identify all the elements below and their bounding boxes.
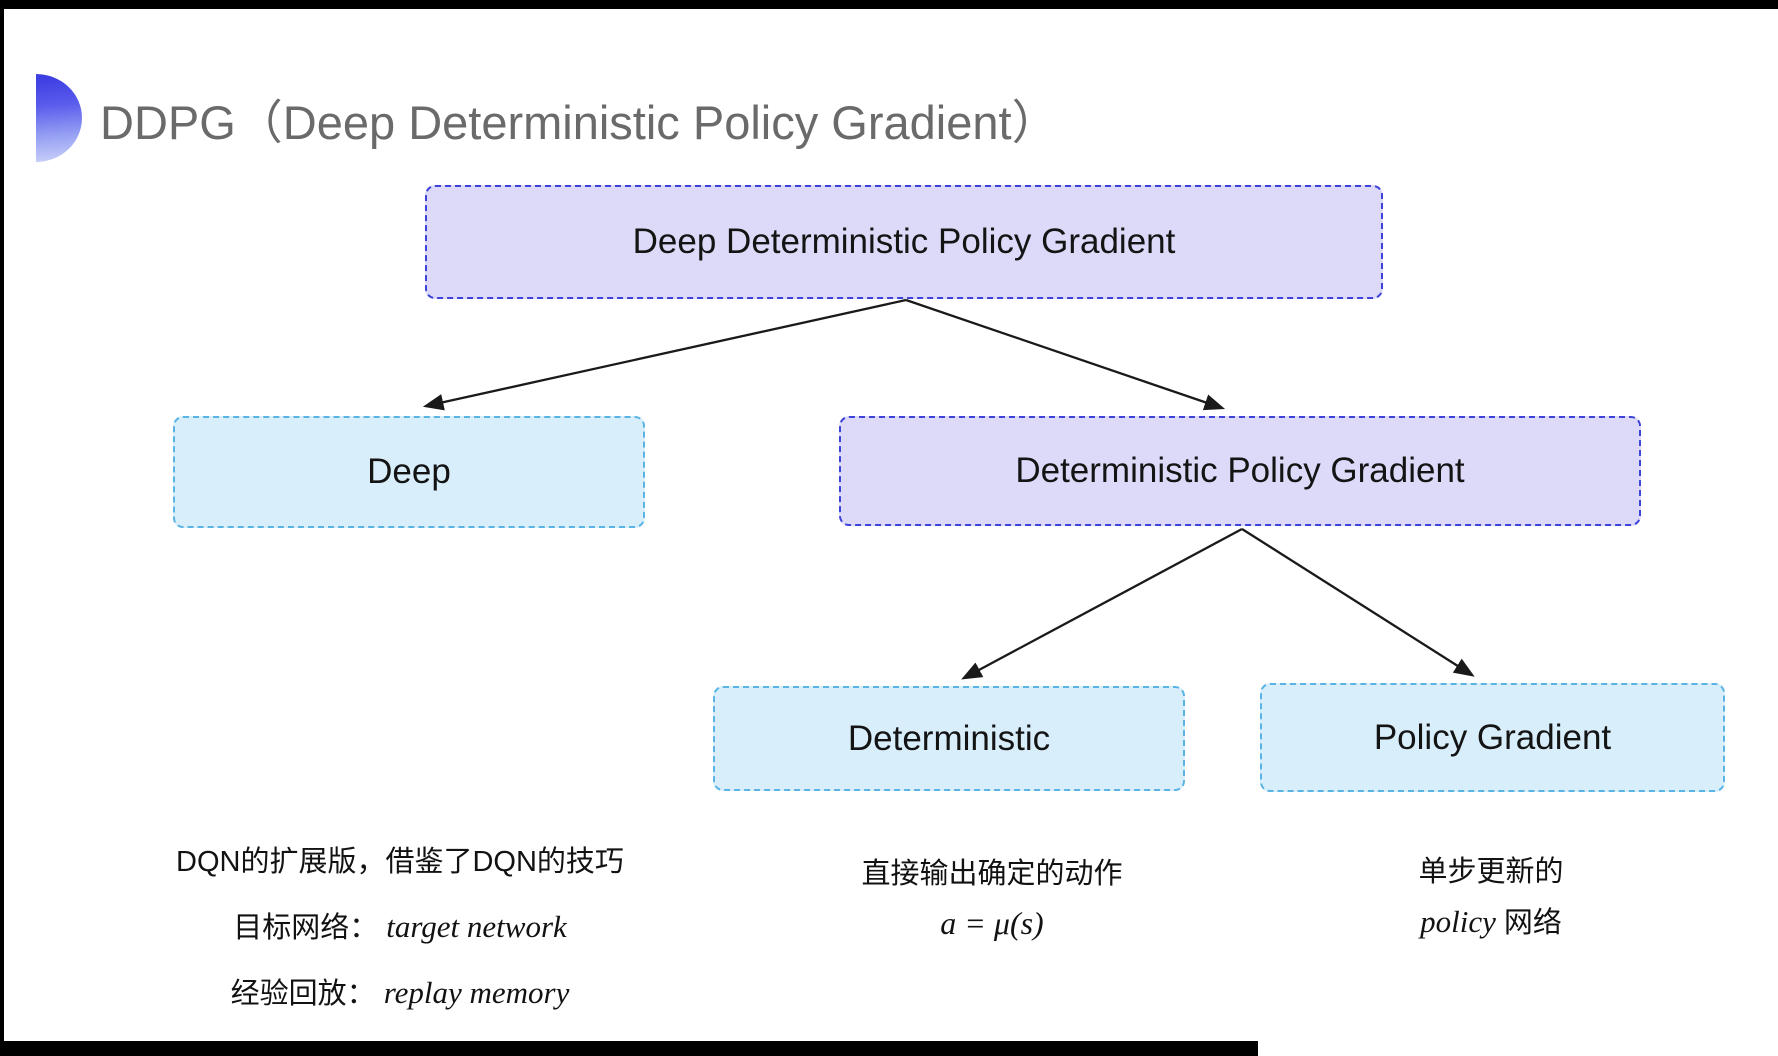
frame-bar-left [0,0,4,1056]
note-deep: DQN的扩展版，借鉴了DQN的技巧 目标网络： target network 经… [128,832,672,1029]
note-deterministic: 直接输出确定的动作 a = μ(s) [792,852,1192,952]
node-label: Policy Gradient [1373,717,1612,757]
node-label: Deep Deterministic Policy Gradient [632,222,1176,261]
title-bullet-icon [36,74,82,162]
slide-header: DDPG（Deep Deterministic Policy Gradient） [36,70,1059,166]
note-line: 直接输出确定的动作 [861,858,1123,890]
node-label: Deterministic Policy Gradient [1015,451,1465,490]
node-deep: Deep [173,416,645,528]
note-line: 目标网络： target network [233,909,567,944]
frame-bar-top [0,0,1778,9]
node-policy-gradient: Policy Gradient [1260,683,1725,792]
note-line: 经验回放： replay memory [230,975,570,1010]
note-line: DQN的扩展版，借鉴了DQN的技巧 [176,846,624,878]
page-title: DDPG（Deep Deterministic Policy Gradient） [100,95,1059,149]
note-line: policy 网络 [1420,904,1562,939]
note-line: 单步更新的 [1418,856,1564,888]
node-label: Deep [367,452,451,491]
note-policy-gradient: 单步更新的 policy 网络 [1291,850,1691,950]
note-formula: a = μ(s) [940,905,1044,941]
node-deterministic-policy-gradient: Deterministic Policy Gradient [839,416,1641,526]
node-label: Deterministic [847,718,1051,758]
frame-bar-bottom [0,1041,1258,1056]
node-deep-deterministic-policy-gradient: Deep Deterministic Policy Gradient [425,185,1383,299]
node-deterministic: Deterministic [713,686,1185,791]
